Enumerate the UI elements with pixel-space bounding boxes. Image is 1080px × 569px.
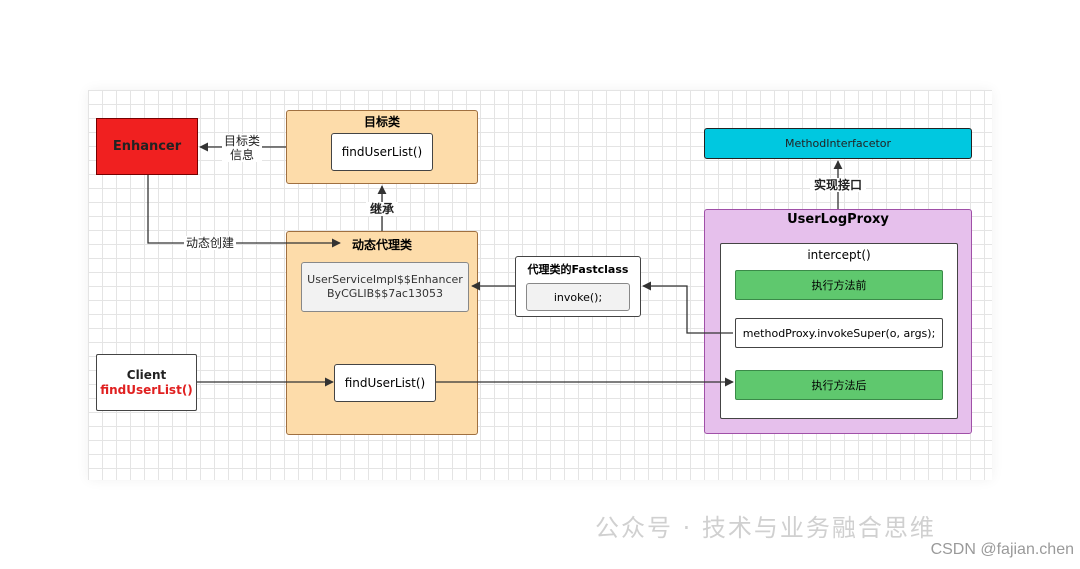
method-interceptor-label: MethodInterfacetor [784, 137, 892, 150]
target-info-label-line1: 目标类 [223, 134, 260, 148]
enhancer-label: Enhancer [112, 139, 182, 154]
fastclass-title: 代理类的Fastclass [527, 263, 629, 276]
method-interceptor-box: MethodInterfacetor [704, 128, 972, 159]
impl-class-line1: UserServiceImpl$$Enhancer [307, 273, 463, 286]
proxy-class-title: 动态代理类 [351, 238, 412, 252]
implements-label: 实现接口 [810, 178, 866, 192]
target-class-box: 目标类 findUserList() [286, 110, 478, 184]
arrow-dynamic-create [147, 175, 341, 248]
before-step-label: 执行方法前 [811, 279, 867, 292]
intercept-box: intercept() 执行方法前 methodProxy.invokeSupe… [720, 243, 958, 419]
client-call: findUserList() [100, 382, 193, 397]
fastclass-box: 代理类的Fastclass invoke(); [515, 256, 641, 317]
enhancer-box: Enhancer [96, 118, 198, 175]
user-log-proxy-box: UserLogProxy intercept() 执行方法前 methodPro… [704, 209, 972, 434]
impl-class-box: UserServiceImpl$$Enhancer ByCGLIB$$7ac13… [301, 262, 469, 312]
invoke-super-label: methodProxy.invokeSuper(o, args); [742, 326, 936, 340]
fastclass-method-box: invoke(); [526, 283, 630, 311]
impl-class-line2: ByCGLIB$$7ac13053 [327, 287, 443, 300]
target-method-box: findUserList() [331, 133, 433, 171]
user-log-proxy-title: UserLogProxy [787, 212, 889, 227]
intercept-label: intercept() [807, 248, 871, 262]
target-class-title: 目标类 [363, 115, 400, 129]
proxy-method-box: findUserList() [334, 364, 436, 402]
client-box: Client findUserList() [96, 354, 197, 411]
after-step-label: 执行方法后 [811, 379, 867, 392]
after-step-box: 执行方法后 [735, 370, 943, 400]
arrow-invoke-super [642, 281, 733, 334]
invoke-super-box: methodProxy.invokeSuper(o, args); [735, 318, 943, 348]
proxy-class-box: 动态代理类 UserServiceImpl$$Enhancer ByCGLIB$… [286, 231, 478, 435]
target-info-label-line2: 信息 [229, 148, 254, 162]
before-step-box: 执行方法前 [735, 270, 943, 300]
csdn-credit: CSDN @fajian.chen [930, 541, 1074, 558]
dynamic-create-label: 动态创建 [184, 236, 236, 250]
watermark: 公众号 · 技术与业务融合思维 [595, 514, 936, 542]
inherit-label: 继承 [366, 202, 398, 216]
target-info-label: 目标类 信息 [222, 134, 262, 162]
client-name: Client [126, 367, 167, 382]
proxy-method-label: findUserList() [344, 376, 426, 390]
fastclass-method-label: invoke(); [553, 290, 603, 304]
target-method-label: findUserList() [341, 145, 423, 159]
